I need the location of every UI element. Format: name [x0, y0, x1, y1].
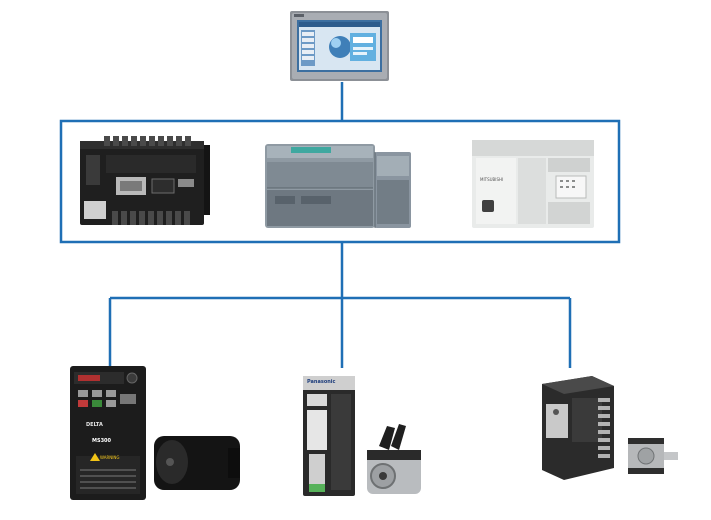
servo-brand-label: Panasonic — [307, 379, 336, 385]
vfd-drive-image — [70, 366, 240, 500]
vfd-model-label: MS300 — [92, 438, 112, 444]
vfd-warning-label: WARNING — [100, 455, 120, 460]
hmi-panel-image — [290, 11, 389, 81]
plc-mitsubishi-image — [472, 140, 594, 228]
plc-omron-image — [80, 136, 210, 225]
plc-group-frame — [59, 119, 621, 244]
plc-siemens — [265, 140, 413, 228]
servo-system-image — [303, 376, 421, 496]
stepper-system — [532, 376, 692, 484]
servo-system: Panasonic — [303, 372, 423, 500]
vfd-brand-label: DELTA — [86, 422, 103, 428]
plc-siemens-image — [265, 144, 411, 228]
plc-mitsubishi: MITSUBISHI — [472, 136, 596, 230]
mitsubishi-brand-label: MITSUBISHI — [480, 177, 504, 182]
stepper-system-image — [542, 376, 678, 480]
hmi-panel — [290, 11, 389, 81]
vfd-drive: DELTA MS300 WARNING — [70, 366, 250, 502]
plc-omron — [80, 135, 210, 229]
